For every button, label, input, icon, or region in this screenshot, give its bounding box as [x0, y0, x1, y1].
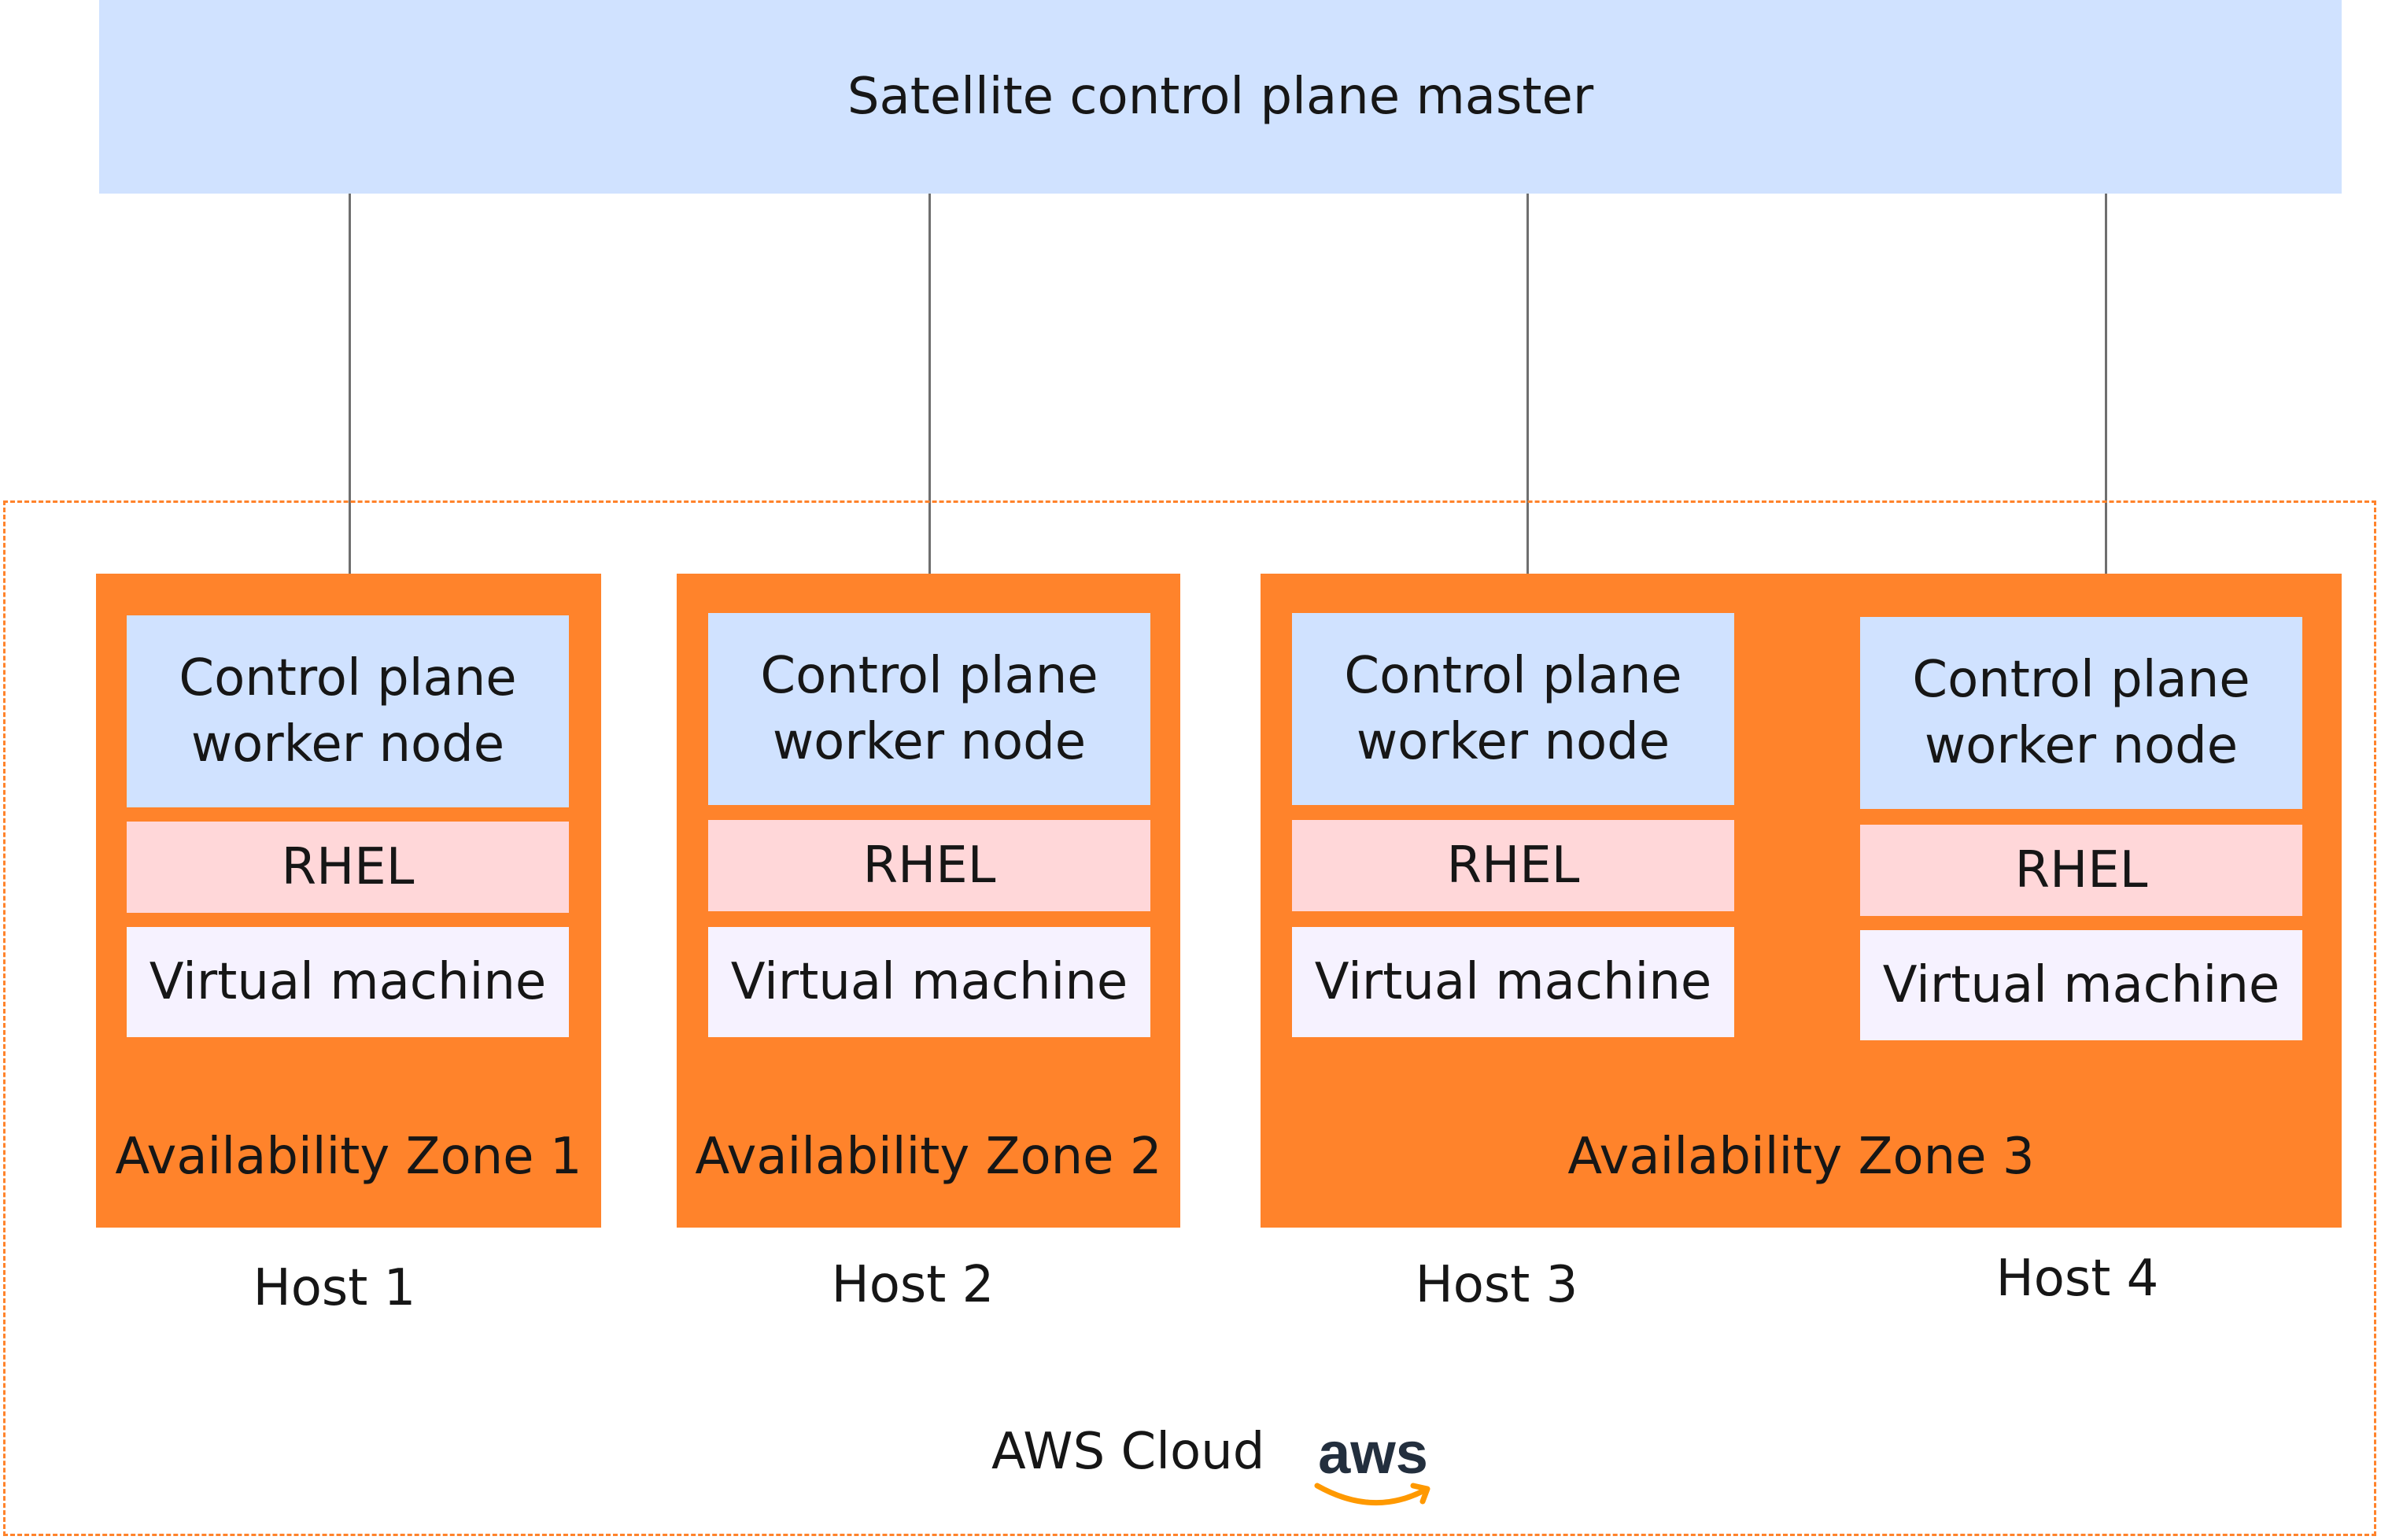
aws-logo-icon: aws — [1314, 1420, 1430, 1506]
rhel-layer: RHEL — [127, 822, 569, 913]
virtual-machine-layer: Virtual machine — [1292, 927, 1734, 1037]
aws-cloud-label: AWS Cloud — [991, 1423, 1265, 1481]
zone-label: Availability Zone 3 — [1567, 1128, 2035, 1186]
zone-label: Availability Zone 1 — [115, 1128, 582, 1186]
connector-line-host-3 — [1526, 194, 1529, 611]
virtual-machine-layer: Virtual machine — [127, 927, 569, 1037]
connector-line-host-1 — [349, 194, 351, 611]
host-label: Host 4 — [1995, 1250, 2159, 1308]
virtual-machine-layer: Virtual machine — [1860, 930, 2302, 1040]
host-label: Host 2 — [831, 1256, 995, 1314]
satellite-control-plane-master: Satellite control plane master — [99, 0, 2342, 194]
rhel-layer: RHEL — [1292, 820, 1734, 911]
host-label: Host 1 — [253, 1259, 416, 1317]
rhel-layer: RHEL — [1860, 825, 2302, 916]
host-label: Host 3 — [1415, 1256, 1578, 1314]
aws-cloud-boundary — [3, 500, 2376, 1536]
connector-line-host-2 — [928, 194, 931, 611]
rhel-layer: RHEL — [708, 820, 1150, 911]
aws-logo-text: aws — [1318, 1420, 1428, 1486]
connector-line-host-4 — [2105, 194, 2107, 615]
virtual-machine-layer: Virtual machine — [708, 927, 1150, 1037]
master-label: Satellite control plane master — [847, 68, 1594, 126]
zone-label: Availability Zone 2 — [695, 1128, 1162, 1186]
